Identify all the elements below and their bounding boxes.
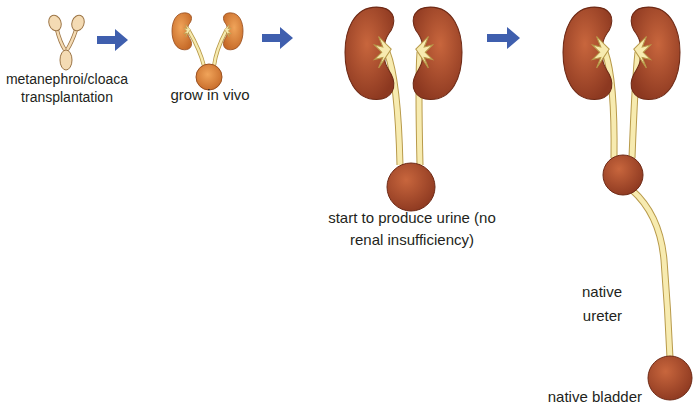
annotation-label: native ureter (560, 280, 622, 328)
annotation-label: start to produce urine (no renal insuffi… (322, 207, 502, 251)
native-ureter (632, 190, 670, 358)
stage-arrow (97, 29, 128, 51)
metanephroi-graft (47, 13, 87, 70)
growing-kidneys (172, 13, 243, 90)
native-bladder (648, 356, 692, 400)
annotation-label: metanephroi/cloaca transplantation (3, 70, 131, 106)
graft-bladder (603, 155, 643, 195)
stage-arrow (487, 27, 520, 49)
mature-kidneys (345, 7, 462, 211)
annotation-label: native bladder (530, 386, 642, 408)
annotation-label: grow in vivo (160, 84, 260, 106)
stage-arrow (262, 27, 293, 49)
anastomosed-kidneys (563, 7, 692, 400)
graft-bladder (387, 163, 435, 211)
